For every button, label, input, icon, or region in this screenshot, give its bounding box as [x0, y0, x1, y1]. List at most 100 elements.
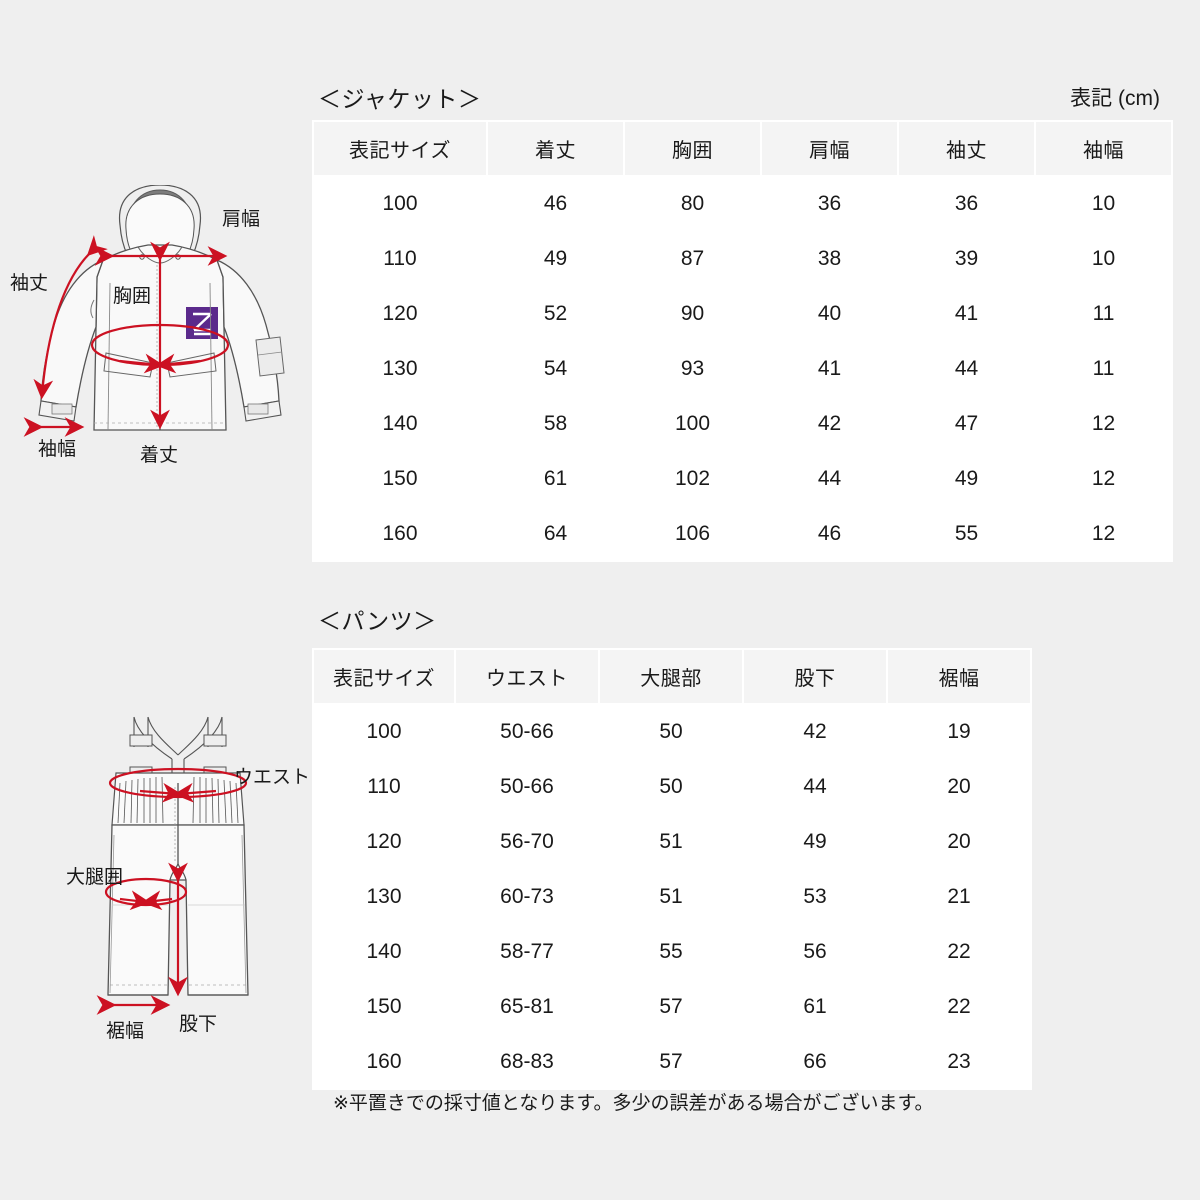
cell-waist: 56-70	[456, 815, 598, 868]
cell-size: 150	[314, 980, 454, 1033]
cell-sleeve-width: 11	[1036, 342, 1171, 395]
cell-sleeve-width: 12	[1036, 507, 1171, 560]
cell-size: 160	[314, 1035, 454, 1088]
table-header-row: 表記サイズ ウエスト 大腿部 股下 裾幅	[314, 650, 1030, 703]
cell-waist: 68-83	[456, 1035, 598, 1088]
cell-chest: 102	[625, 452, 760, 505]
cell-waist: 65-81	[456, 980, 598, 1033]
column-header-thigh: 大腿部	[600, 650, 742, 703]
cell-body-length: 64	[488, 507, 623, 560]
label-inseam: 股下	[179, 1014, 217, 1035]
jacket-size-table: 表記サイズ 着丈 胸囲 肩幅 袖丈 袖幅 100 46 80 36 36 10 …	[312, 120, 1173, 562]
cell-body-length: 52	[488, 287, 623, 340]
cell-body-length: 58	[488, 397, 623, 450]
table-row: 120 56-70 51 49 20	[314, 815, 1030, 868]
cell-inseam: 66	[744, 1035, 886, 1088]
cell-waist: 58-77	[456, 925, 598, 978]
column-header-chest: 胸囲	[625, 122, 760, 175]
label-thigh: 大腿囲	[66, 866, 123, 888]
cell-sleeve-width: 10	[1036, 177, 1171, 230]
pants-section-title: ＜パンツ＞	[318, 608, 437, 634]
cell-shoulder: 40	[762, 287, 897, 340]
cell-hem-width: 21	[888, 870, 1030, 923]
cell-body-length: 49	[488, 232, 623, 285]
cell-inseam: 61	[744, 980, 886, 1033]
table-row: 120 52 90 40 41 11	[314, 287, 1171, 340]
cell-size: 120	[314, 287, 486, 340]
cell-sleeve-length: 41	[899, 287, 1034, 340]
label-chest: 胸囲	[113, 285, 151, 307]
cell-sleeve-width: 12	[1036, 452, 1171, 505]
jacket-section-title: ＜ジャケット＞	[318, 86, 482, 112]
column-header-sleeve-length: 袖丈	[899, 122, 1034, 175]
label-body-length: 着丈	[140, 444, 178, 466]
cell-size: 110	[314, 760, 454, 813]
cell-inseam: 49	[744, 815, 886, 868]
cell-thigh: 55	[600, 925, 742, 978]
cell-size: 160	[314, 507, 486, 560]
cell-inseam: 42	[744, 705, 886, 758]
cell-chest: 87	[625, 232, 760, 285]
cell-hem-width: 20	[888, 760, 1030, 813]
cell-chest: 100	[625, 397, 760, 450]
pants-size-table: 表記サイズ ウエスト 大腿部 股下 裾幅 100 50-66 50 42 19 …	[312, 648, 1032, 1090]
cell-hem-width: 22	[888, 925, 1030, 978]
table-row: 130 60-73 51 53 21	[314, 870, 1030, 923]
cell-thigh: 51	[600, 815, 742, 868]
table-row: 110 49 87 38 39 10	[314, 232, 1171, 285]
cell-inseam: 53	[744, 870, 886, 923]
column-header-size: 表記サイズ	[314, 650, 454, 703]
column-header-hem-width: 裾幅	[888, 650, 1030, 703]
cell-size: 150	[314, 452, 486, 505]
cell-body-length: 46	[488, 177, 623, 230]
cell-sleeve-width: 10	[1036, 232, 1171, 285]
label-hem-width: 裾幅	[106, 1020, 144, 1042]
cell-inseam: 44	[744, 760, 886, 813]
table-row: 100 50-66 50 42 19	[314, 705, 1030, 758]
column-header-waist: ウエスト	[456, 650, 598, 703]
table-row: 160 68-83 57 66 23	[314, 1035, 1030, 1088]
label-sleeve-width: 袖幅	[38, 438, 76, 460]
label-sleeve-length: 袖丈	[10, 272, 48, 294]
cell-hem-width: 23	[888, 1035, 1030, 1088]
cell-hem-width: 19	[888, 705, 1030, 758]
pants-measurement-diagram: ウエスト 大腿囲 股下 裾幅	[66, 716, 310, 1042]
cell-sleeve-width: 11	[1036, 287, 1171, 340]
cell-chest: 106	[625, 507, 760, 560]
cell-chest: 90	[625, 287, 760, 340]
cell-shoulder: 42	[762, 397, 897, 450]
cell-chest: 80	[625, 177, 760, 230]
jacket-measurement-diagram: 肩幅 袖丈 胸囲 袖幅 着丈	[10, 185, 285, 466]
cell-sleeve-length: 44	[899, 342, 1034, 395]
label-shoulder-width: 肩幅	[222, 208, 260, 230]
table-row: 150 65-81 57 61 22	[314, 980, 1030, 1033]
cell-size: 130	[314, 342, 486, 395]
column-header-sleeve-width: 袖幅	[1036, 122, 1171, 175]
cell-hem-width: 20	[888, 815, 1030, 868]
cell-waist: 50-66	[456, 705, 598, 758]
table-row: 100 46 80 36 36 10	[314, 177, 1171, 230]
cell-thigh: 50	[600, 705, 742, 758]
cell-shoulder: 44	[762, 452, 897, 505]
table-row: 150 61 102 44 49 12	[314, 452, 1171, 505]
unit-note: 表記 (cm)	[1070, 87, 1160, 110]
cell-sleeve-width: 12	[1036, 397, 1171, 450]
column-header-body-length: 着丈	[488, 122, 623, 175]
cell-sleeve-length: 47	[899, 397, 1034, 450]
cell-inseam: 56	[744, 925, 886, 978]
cell-thigh: 57	[600, 1035, 742, 1088]
table-row: 160 64 106 46 55 12	[314, 507, 1171, 560]
cell-body-length: 54	[488, 342, 623, 395]
table-row: 140 58 100 42 47 12	[314, 397, 1171, 450]
cell-size: 100	[314, 177, 486, 230]
cell-chest: 93	[625, 342, 760, 395]
cell-size: 140	[314, 397, 486, 450]
cell-thigh: 50	[600, 760, 742, 813]
column-header-inseam: 股下	[744, 650, 886, 703]
cell-sleeve-length: 36	[899, 177, 1034, 230]
table-row: 140 58-77 55 56 22	[314, 925, 1030, 978]
table-header-row: 表記サイズ 着丈 胸囲 肩幅 袖丈 袖幅	[314, 122, 1171, 175]
cell-size: 100	[314, 705, 454, 758]
cell-body-length: 61	[488, 452, 623, 505]
cell-sleeve-length: 55	[899, 507, 1034, 560]
